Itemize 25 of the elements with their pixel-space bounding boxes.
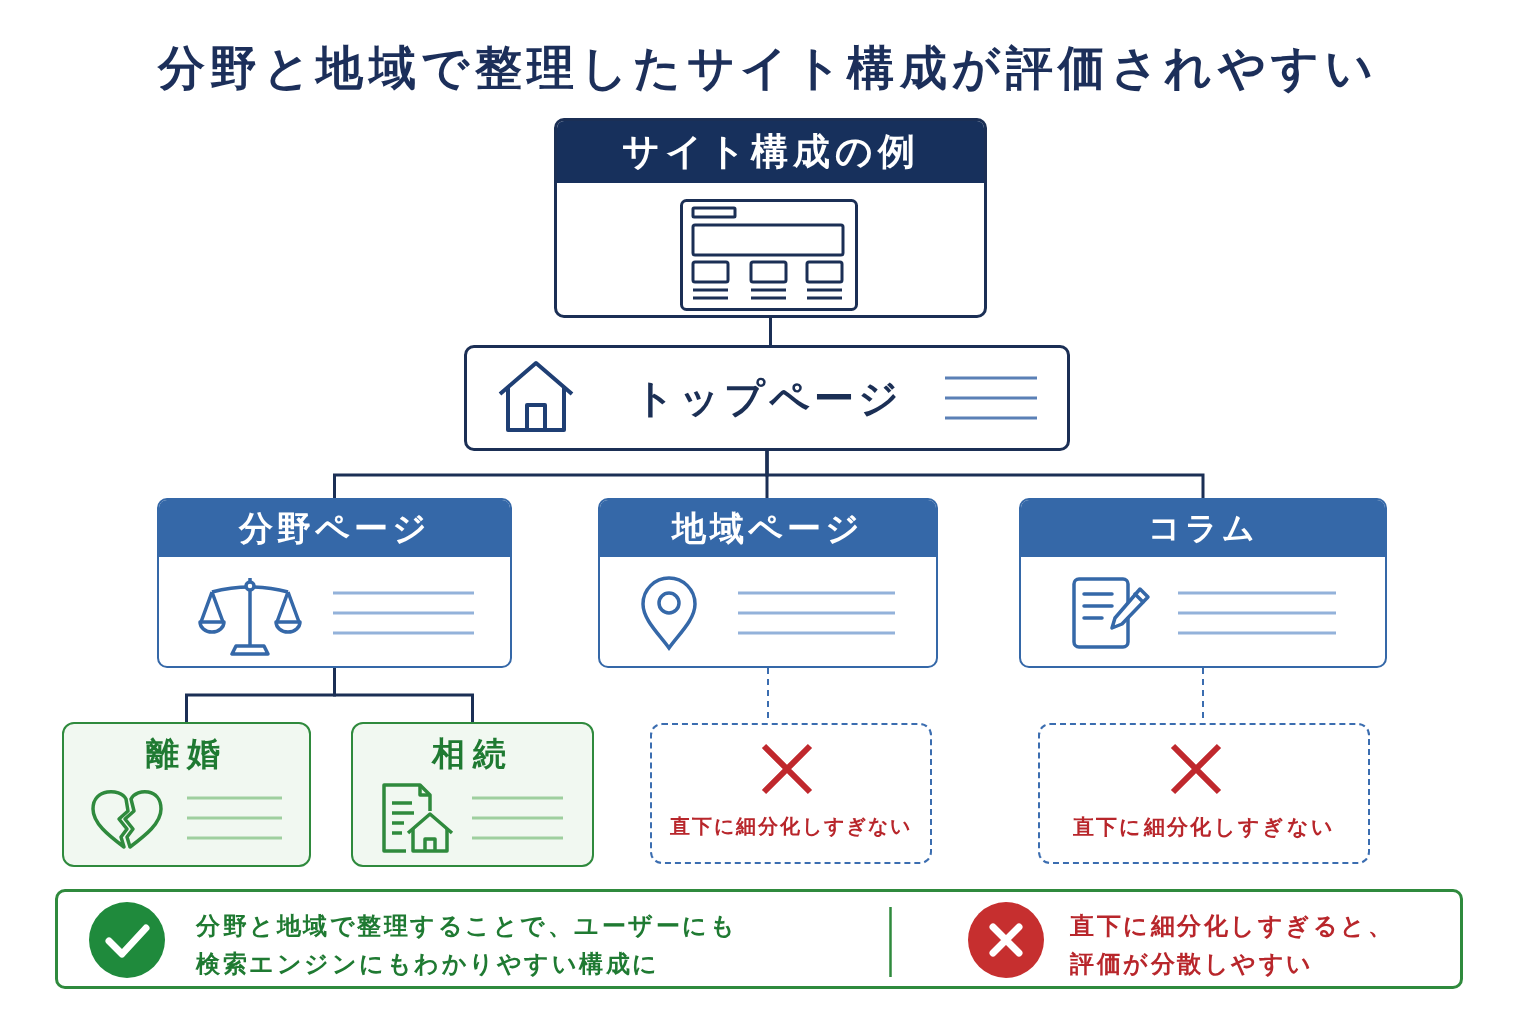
connector-line <box>765 451 1205 498</box>
warning-text: 直下に細分化しすぎると、評価が分散しやすい <box>1070 911 1395 980</box>
page-card <box>598 498 938 668</box>
title-bar: 地域ページ <box>600 500 936 557</box>
connector-line <box>769 318 772 345</box>
title: 分野と地域で整理したサイト構成が評価されやすい <box>157 39 1379 97</box>
warning-text: 直下に細分化しすぎない <box>1072 814 1336 841</box>
warning-text: 直下に細分化しすぎない <box>670 814 912 840</box>
card-title: 離婚 <box>145 733 228 775</box>
connector-line <box>333 668 474 722</box>
page-card <box>1019 498 1387 668</box>
subpage-card <box>62 722 311 867</box>
card-title: 相続 <box>431 733 514 775</box>
page-title: トップページ <box>634 374 903 423</box>
summary-box <box>55 889 1463 989</box>
subpage-card <box>351 722 594 867</box>
top-page-box <box>464 345 1070 451</box>
dashed-box <box>650 723 932 864</box>
page-card <box>157 498 512 668</box>
title-bar: 分野ページ <box>159 500 510 557</box>
summary-text: 分野と地域で整理することで、ユーザーにも検索エンジンにもわかりやすい構成に <box>196 911 738 980</box>
dashed-box <box>1038 723 1370 864</box>
title-bar: サイト構成の例 <box>557 121 984 183</box>
example-panel <box>554 118 987 318</box>
title-bar: コラム <box>1021 500 1385 557</box>
